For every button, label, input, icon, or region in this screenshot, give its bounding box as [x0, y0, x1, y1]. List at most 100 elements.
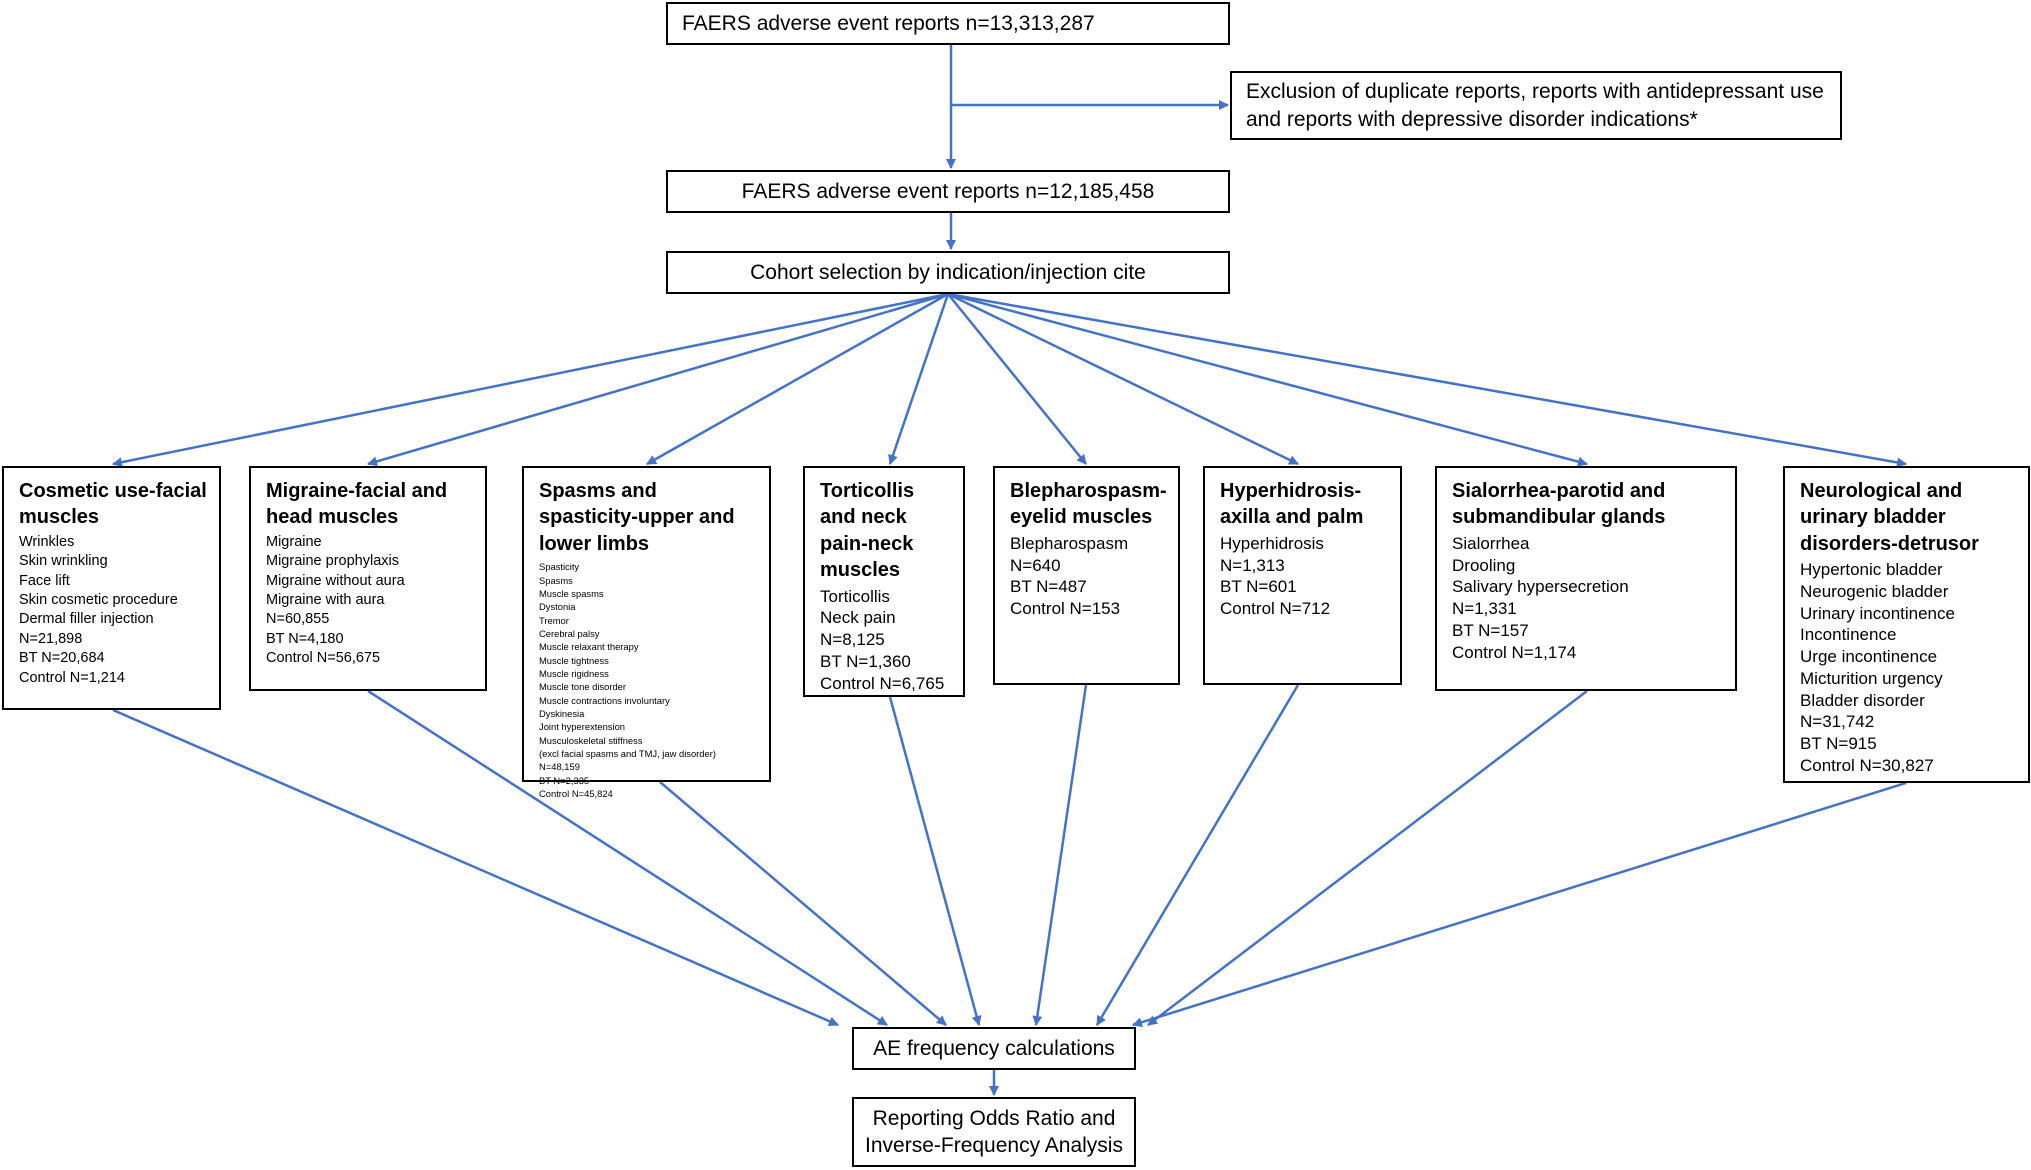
- cohort-box-bladder: Neurological and urinary bladder disorde…: [1783, 466, 2030, 783]
- filtered-reports-label: FAERS adverse event reports n=12,185,458: [741, 179, 1155, 203]
- cohort-item: Drooling: [1452, 555, 1516, 575]
- cohort-item: BT N=601: [1220, 577, 1297, 597]
- cohort-item: Muscle spasms: [539, 587, 604, 599]
- cohort-title: Blepharospasm-eyelid muscles: [1010, 480, 1167, 529]
- arrow-selection-to-cohort-1: [367, 292, 949, 467]
- cohort-item: Bladder disorder: [1800, 690, 1925, 710]
- cohort-item: BT N=4,180: [266, 630, 344, 647]
- arrow-selection-to-cohort-6: [947, 292, 1588, 467]
- cohort-item: Urinary incontinence: [1800, 603, 1955, 623]
- cohort-title: Migraine-facial and head muscles: [266, 480, 448, 529]
- cohort-title: Spasms and spasticity-upper and lower li…: [539, 480, 735, 555]
- cohort-item: Migraine: [266, 533, 322, 550]
- cohort-item: BT N=915: [1800, 734, 1877, 754]
- cohort-item: Muscle rigidness: [539, 667, 609, 679]
- cohort-box-spasms: Spasms and spasticity-upper and lower li…: [522, 466, 771, 799]
- cohort-box-sialorrhea: Sialorrhea-parotid and submandibular gla…: [1435, 466, 1737, 691]
- cohort-item: Cerebral palsy: [539, 627, 600, 639]
- exclusion-box: Exclusion of duplicate reports, reports …: [1230, 71, 1842, 140]
- cohort-item: Control N=153: [1010, 599, 1121, 619]
- cohort-item: BT N=1,360: [820, 651, 911, 671]
- cohort-item: Torticollis: [820, 586, 890, 606]
- arrow-cohort-to-frequency-1: [367, 689, 888, 1027]
- cohort-item: Neurogenic bladder: [1800, 581, 1949, 601]
- arrow-selection-to-cohort-5: [947, 292, 1299, 466]
- cohort-item: Neck pain: [820, 608, 896, 628]
- filtered-reports-box: FAERS adverse event reports n=12,185,458: [666, 170, 1230, 213]
- cohort-item: Spasms: [539, 574, 573, 586]
- cohort-item: Face lift: [19, 572, 70, 589]
- arrow-selection-to-cohort-3: [888, 293, 950, 465]
- cohort-selection-label: Cohort selection by indication/injection…: [750, 260, 1146, 284]
- cohort-item: Migraine without aura: [266, 572, 405, 589]
- arrow-cohort-to-frequency-5: [1095, 684, 1300, 1026]
- cohort-item: N=21,898: [19, 630, 83, 647]
- cohort-box-blepharospasm: Blepharospasm-eyelid muscles Blepharospa…: [993, 466, 1180, 685]
- cohort-item: N=640: [1010, 555, 1061, 575]
- cohort-item: Dyskinesia: [539, 707, 585, 719]
- cohort-item: Control N=30,827: [1800, 755, 1934, 775]
- cohort-item: Dermal filler injection: [19, 611, 154, 628]
- cohort-item: Hyperhidrosis: [1220, 533, 1324, 553]
- cohort-item: BT N=487: [1010, 577, 1087, 597]
- cohort-item: N=31,742: [1800, 712, 1875, 732]
- cohort-item: Micturition urgency: [1800, 668, 1943, 688]
- cohort-title: Neurological and urinary bladder disorde…: [1800, 480, 1979, 555]
- arrow-selection-to-cohort-7: [947, 292, 1907, 468]
- cohort-item: Salivary hypersecretion: [1452, 577, 1629, 597]
- cohort-item: N=8,125: [820, 630, 885, 650]
- cohort-item: N=1,313: [1220, 555, 1285, 575]
- start-reports-label: FAERS adverse event reports n=13,313,287: [682, 11, 1095, 35]
- cohort-item: Migraine with aura: [266, 592, 385, 609]
- cohort-box-torticollis: Torticollis and neck pain-neck muscles T…: [803, 466, 965, 697]
- cohort-item: Control N=45,824: [539, 788, 613, 800]
- cohort-item: Musculoskeletal stiffness: [539, 734, 643, 746]
- cohort-item: BT N=2,335: [539, 774, 590, 786]
- cohort-item: Spasticity: [539, 561, 580, 573]
- cohort-selection-box: Cohort selection by indication/injection…: [666, 251, 1230, 294]
- cohort-item: BT N=20,684: [19, 650, 105, 667]
- cohort-box-hyperhidrosis: Hyperhidrosis-axilla and palm Hyperhidro…: [1203, 466, 1402, 685]
- arrow-selection-to-cohort-2: [646, 292, 949, 466]
- ae-frequency-label: AE frequency calculations: [873, 1036, 1115, 1060]
- cohort-box-migraine: Migraine-facial and head muscles Migrain…: [249, 466, 487, 691]
- cohort-item: Blepharospasm: [1010, 533, 1129, 553]
- cohort-item: N=60,855: [266, 611, 330, 628]
- start-reports-box: FAERS adverse event reports n=13,313,287: [666, 2, 1230, 45]
- cohort-item: Control N=56,675: [266, 650, 381, 667]
- cohort-item: Dystonia: [539, 601, 576, 613]
- analysis-box: Reporting Odds Ratio and Inverse-Frequen…: [852, 1097, 1136, 1167]
- cohort-item: Control N=6,765: [820, 673, 945, 693]
- cohort-item: Urge incontinence: [1800, 647, 1938, 667]
- arrow-cohort-to-frequency-2: [659, 781, 947, 1026]
- cohort-item: Tremor: [539, 614, 569, 626]
- arrow-cohort-to-frequency-3: [888, 696, 982, 1026]
- cohort-item: Sialorrhea: [1452, 533, 1530, 553]
- arrow-cohort-to-frequency-0: [112, 708, 839, 1027]
- cohort-item: (excl facial spasms and TMJ, jaw disorde…: [539, 747, 716, 759]
- cohort-item: Skin cosmetic procedure: [19, 592, 178, 609]
- cohort-item: Muscle contractions involuntary: [539, 694, 670, 706]
- arrow-cohort-to-frequency-6: [1147, 690, 1588, 1026]
- cohort-item: Muscle tone disorder: [539, 681, 627, 693]
- arrow-selection-to-cohort-4: [947, 293, 1087, 465]
- cohort-item: Control N=1,214: [19, 669, 125, 686]
- cohort-item: BT N=157: [1452, 620, 1529, 640]
- cohort-item: Joint hyperextension: [539, 721, 625, 733]
- analysis-label: Reporting Odds Ratio and Inverse-Frequen…: [865, 1106, 1123, 1157]
- cohort-item: Hypertonic bladder: [1800, 560, 1943, 580]
- cohort-item: Control N=1,174: [1452, 642, 1577, 662]
- arrow-cohort-to-frequency-4: [1032, 684, 1088, 1026]
- cohort-item: Skin wrinkling: [19, 553, 108, 570]
- exclusion-label: Exclusion of duplicate reports, reports …: [1246, 80, 1824, 131]
